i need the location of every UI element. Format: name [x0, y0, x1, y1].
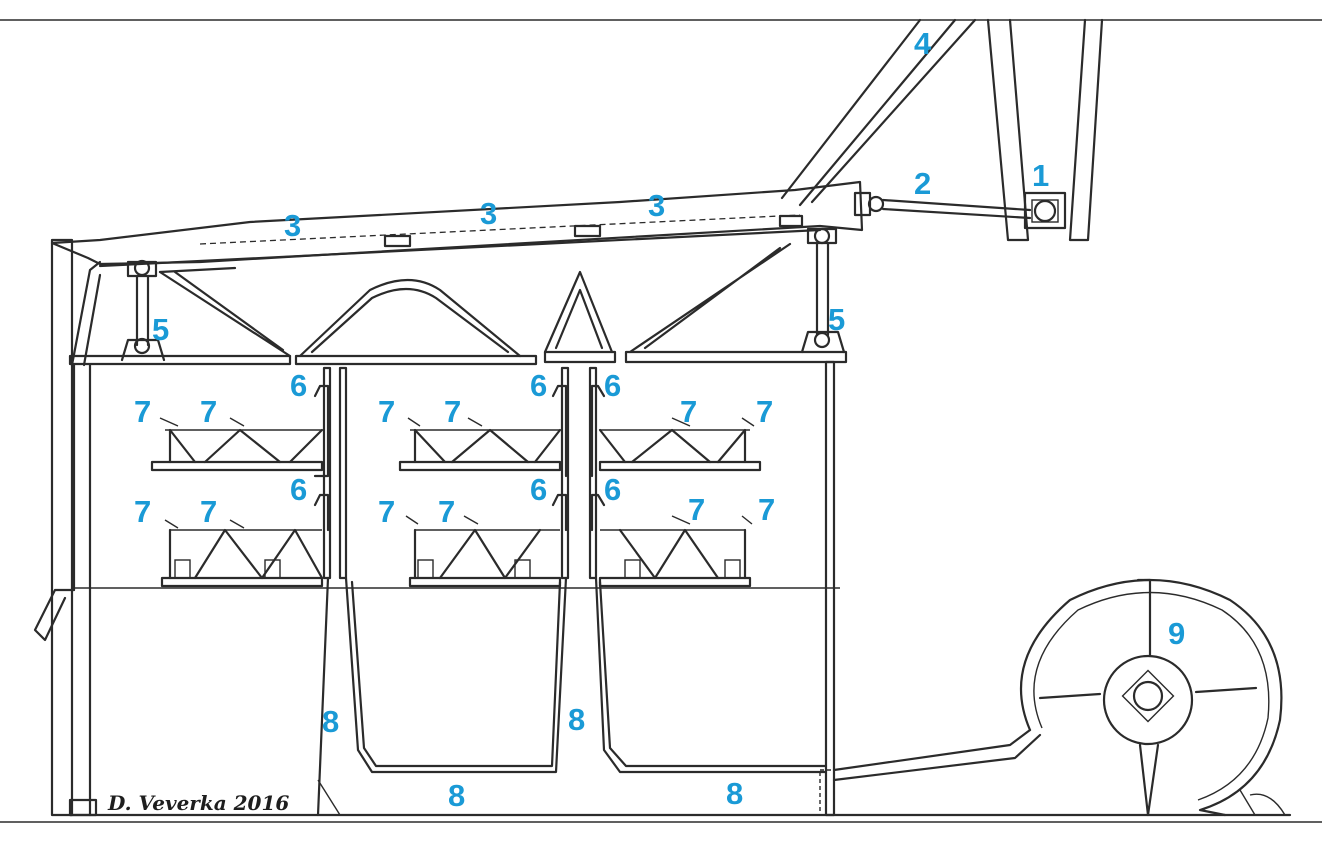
sieve-deck-upper [150, 428, 762, 472]
callout-6e: 6 [530, 472, 547, 507]
callout-7j: 7 [438, 494, 455, 529]
hood-right [628, 242, 792, 354]
callout-6a: 6 [290, 368, 307, 403]
hanger-left [120, 259, 166, 362]
callout-7e: 7 [680, 394, 697, 429]
shaker-tray [50, 180, 864, 268]
callout-9: 9 [1168, 616, 1185, 651]
callout-8c: 8 [448, 778, 465, 813]
air-duct [832, 728, 1042, 782]
flap-levers [159, 417, 755, 529]
hood-peak [543, 270, 614, 354]
left-post [50, 238, 102, 817]
callout-6f: 6 [604, 472, 621, 507]
deck-beam [68, 350, 848, 366]
discharge-spout [33, 363, 76, 642]
callout-8b: 8 [568, 702, 585, 737]
callout-3c: 3 [648, 188, 665, 223]
callout-7b: 7 [200, 394, 217, 429]
callout-7c: 7 [378, 394, 395, 429]
inclined-conveyor [780, 18, 977, 207]
callout-3a: 3 [284, 208, 301, 243]
hood-left [158, 266, 292, 358]
callout-7f: 7 [756, 394, 773, 429]
callout-5-left: 5 [152, 312, 169, 347]
hopper [986, 18, 1104, 242]
housing [74, 360, 840, 817]
callout-labels: 1 2 3 3 3 4 5 5 6 6 6 6 6 6 7 7 7 7 7 7 … [134, 26, 1185, 813]
collecting-chutes [316, 576, 835, 817]
callout-6c: 6 [604, 368, 621, 403]
sieve-deck-lower [160, 528, 752, 588]
callout-7k: 7 [688, 492, 705, 527]
crank-drive [1023, 191, 1067, 230]
callout-6b: 6 [530, 368, 547, 403]
gate-brackets [313, 384, 606, 532]
callout-3b: 3 [480, 196, 497, 231]
callout-7l: 7 [758, 492, 775, 527]
callout-1: 1 [1032, 158, 1049, 193]
signature: D. Veverka 2016 [107, 791, 289, 815]
callout-8a: 8 [322, 704, 339, 739]
drive-rod [853, 191, 1032, 220]
callout-6d: 6 [290, 472, 307, 507]
callout-7a: 7 [134, 394, 151, 429]
callout-2: 2 [914, 166, 931, 201]
hood-center [298, 279, 522, 358]
floor [68, 789, 1292, 817]
callout-7g: 7 [134, 494, 151, 529]
callout-8d: 8 [726, 776, 743, 811]
hanger-right [800, 227, 846, 354]
callout-7d: 7 [444, 394, 461, 429]
fan [1019, 578, 1283, 817]
callout-7h: 7 [200, 494, 217, 529]
callout-7i: 7 [378, 494, 395, 529]
callout-5-right: 5 [828, 302, 845, 337]
callout-4: 4 [914, 26, 932, 61]
